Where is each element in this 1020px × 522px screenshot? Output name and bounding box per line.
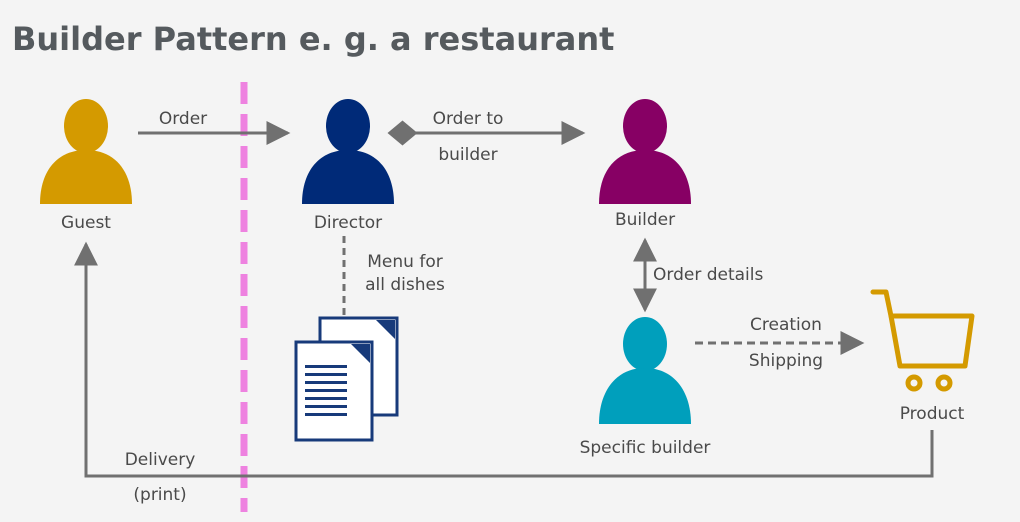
order-to-builder-edge: Order to builder xyxy=(387,109,586,165)
diagram-title: Builder Pattern e. g. a restaurant xyxy=(12,20,614,58)
specific-builder-actor: Specific builder xyxy=(580,317,711,458)
person-icon xyxy=(40,99,132,204)
order-label: Order xyxy=(159,109,207,129)
guest-actor: Guest xyxy=(40,99,132,233)
director-actor: Director xyxy=(302,99,394,233)
order-to-builder-label-line1: Order to xyxy=(433,109,504,129)
menu-edge: Menu for all dishes xyxy=(342,236,445,316)
creation-label-line1: Creation xyxy=(750,315,822,335)
director-label: Director xyxy=(314,213,382,233)
delivery-label-line2: (print) xyxy=(133,485,186,505)
delivery-label-line1: Delivery xyxy=(125,450,196,470)
specific-builder-label: Specific builder xyxy=(580,438,711,458)
guest-label: Guest xyxy=(61,213,111,233)
order-edge: Order xyxy=(138,109,291,145)
builder-label: Builder xyxy=(615,210,675,230)
person-icon xyxy=(599,99,691,204)
menu-label-line2: all dishes xyxy=(365,275,445,295)
person-icon xyxy=(599,317,691,424)
builder-actor: Builder xyxy=(599,99,691,230)
order-details-label: Order details xyxy=(653,265,763,285)
creation-label-line2: Shipping xyxy=(749,351,823,371)
person-icon xyxy=(302,99,394,204)
product-label: Product xyxy=(900,404,965,424)
order-to-builder-label-line2: builder xyxy=(438,145,497,165)
documents-icon xyxy=(294,316,399,442)
shopping-cart-icon xyxy=(870,289,975,392)
menu-label-line1: Menu for xyxy=(367,252,442,272)
delivery-edge: Delivery (print) xyxy=(74,241,934,505)
product-actor: Product xyxy=(870,289,975,424)
creation-edge: Creation Shipping xyxy=(695,315,865,371)
order-details-edge: Order details xyxy=(633,237,763,313)
